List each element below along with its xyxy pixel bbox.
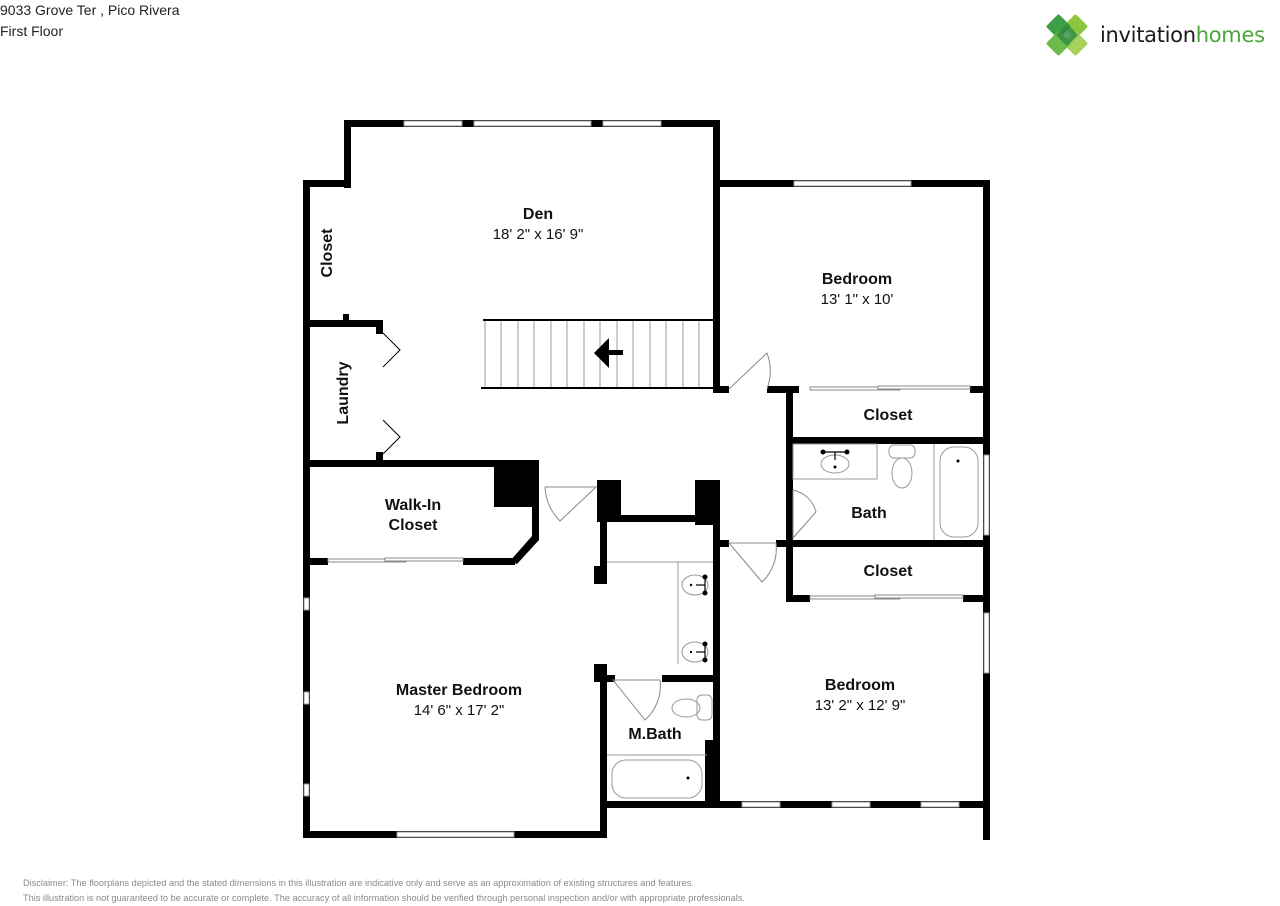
room-bath: Bath [851, 504, 887, 524]
room-closet-ne: Closet [864, 406, 913, 426]
room-closet-se: Closet [864, 562, 913, 582]
room-walk-in-closet: Walk-In Closet [385, 496, 441, 536]
property-address: 9033 Grove Ter , Pico Rivera [0, 2, 180, 18]
room-name-line2: Closet [388, 517, 438, 534]
room-name: Master Bedroom [395, 682, 523, 699]
stairs-direction-arrow-icon [594, 338, 623, 368]
room-name-line1: Walk-In [384, 497, 442, 514]
room-bedroom-ne: Bedroom 13' 1" x 10' [821, 270, 894, 309]
disclaimer: Disclaimer: The floorplans depicted and … [23, 876, 745, 906]
bath-fixtures [607, 443, 979, 799]
room-master-bedroom: Master Bedroom 14' 6" x 17' 2" [396, 681, 522, 720]
brand-name-part2: homes [1195, 23, 1265, 47]
room-name: Den [522, 206, 554, 223]
disclaimer-line-2: This illustration is not guaranteed to b… [23, 893, 745, 903]
brand-name: invitationhomes [1100, 23, 1265, 47]
room-name: Closet [863, 563, 913, 580]
room-name: M.Bath [628, 726, 682, 743]
room-name: Bath [851, 505, 887, 522]
room-master-bath: M.Bath [628, 725, 681, 745]
room-dimensions: 18' 2" x 16' 9" [492, 226, 584, 243]
header: 9033 Grove Ter , Pico Rivera First Floor [0, 0, 180, 42]
brand-name-part1: invitation [1100, 23, 1196, 47]
room-name: Bedroom [821, 271, 893, 288]
room-name: Bedroom [824, 677, 896, 694]
disclaimer-line-1: Disclaimer: The floorplans depicted and … [23, 878, 694, 888]
room-bedroom-se: Bedroom 13' 2" x 12' 9" [815, 676, 906, 715]
room-dimensions: 14' 6" x 17' 2" [413, 702, 505, 719]
floor-label: First Floor [0, 23, 63, 39]
green-diamond-cluster-icon [1046, 14, 1088, 56]
room-laundry: Laundry [335, 361, 352, 425]
room-dimensions: 13' 1" x 10' [820, 291, 894, 308]
room-dimensions: 13' 2" x 12' 9" [814, 697, 906, 714]
room-name: Closet [863, 407, 913, 424]
room-closet-west: Closet [319, 228, 336, 278]
room-den: Den 18' 2" x 16' 9" [493, 205, 584, 244]
brand-logo: invitationhomes [1044, 12, 1265, 58]
